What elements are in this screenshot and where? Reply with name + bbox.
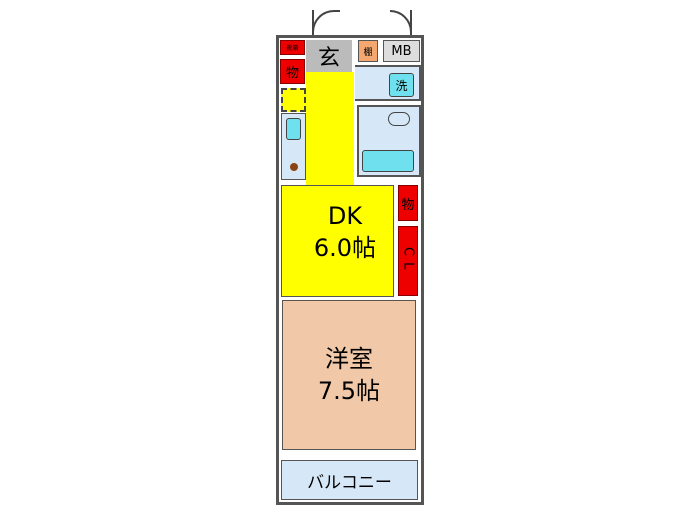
western-room-name: 洋室 <box>325 345 373 373</box>
entrance: 玄 <box>306 40 352 72</box>
storage-left-label: 物 <box>285 66 299 81</box>
balcony: バルコニー <box>281 460 418 500</box>
washer-label: 洗 <box>395 78 408 93</box>
shelf-label: 棚 <box>363 47 373 58</box>
shoe-box-label: 靴箱 <box>286 45 299 52</box>
entrance-door-swing <box>312 10 340 38</box>
meter-box-label: MB <box>391 43 412 59</box>
stove-icon <box>290 163 298 171</box>
meter-box: MB <box>383 40 420 62</box>
balcony-label: バルコニー <box>307 472 392 493</box>
western-room: 洋室 7.5帖 <box>282 300 416 450</box>
dk-corridor <box>306 72 354 187</box>
dk-room <box>281 185 394 297</box>
sink-icon <box>286 118 301 140</box>
toilet-icon <box>388 112 410 126</box>
shelf: 棚 <box>358 40 378 62</box>
dk-label: DK 6.0帖 <box>300 200 390 264</box>
entrance-label: 玄 <box>317 46 340 71</box>
closet-label: CL <box>400 246 416 276</box>
mb-door <box>410 10 412 38</box>
mb-door-swing <box>390 10 412 36</box>
dk-size: 6.0帖 <box>313 234 377 262</box>
bathtub-icon <box>362 150 414 172</box>
storage-left: 物 <box>280 59 305 84</box>
shoe-box: 靴箱 <box>280 40 305 55</box>
dk-name: DK <box>327 202 363 230</box>
storage-right: 物 <box>398 185 418 221</box>
storage-right-label: 物 <box>401 197 415 213</box>
kitchen-sink-area <box>281 88 306 112</box>
western-room-size: 7.5帖 <box>317 377 381 405</box>
closet: CL <box>398 226 418 296</box>
washer: 洗 <box>389 73 414 97</box>
